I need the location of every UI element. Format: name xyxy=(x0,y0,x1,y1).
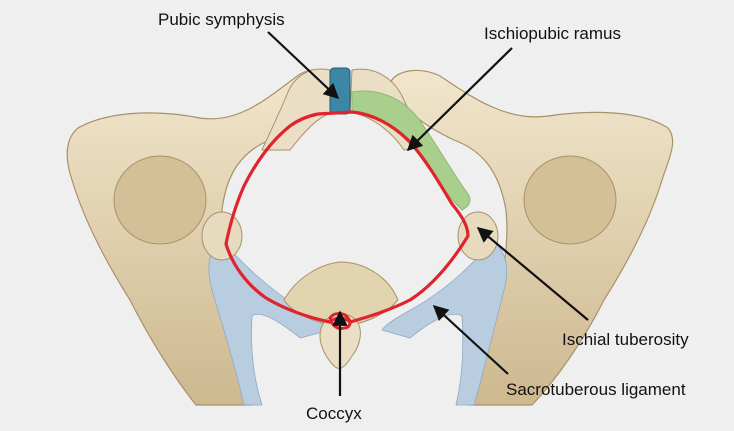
label-coccyx: Coccyx xyxy=(306,404,362,424)
left-ischial-tuberosity xyxy=(202,212,242,260)
pubic-symphysis-shape xyxy=(330,68,350,114)
label-ischiopubic-ramus: Ischiopubic ramus xyxy=(484,24,621,44)
left-acetabulum xyxy=(114,156,206,244)
right-acetabulum xyxy=(524,156,616,244)
label-sacrotuberous-ligament: Sacrotuberous ligament xyxy=(506,380,686,400)
label-pubic-symphysis: Pubic symphysis xyxy=(158,10,285,30)
label-ischial-tuberosity: Ischial tuberosity xyxy=(562,330,689,350)
right-ilium xyxy=(390,70,673,405)
